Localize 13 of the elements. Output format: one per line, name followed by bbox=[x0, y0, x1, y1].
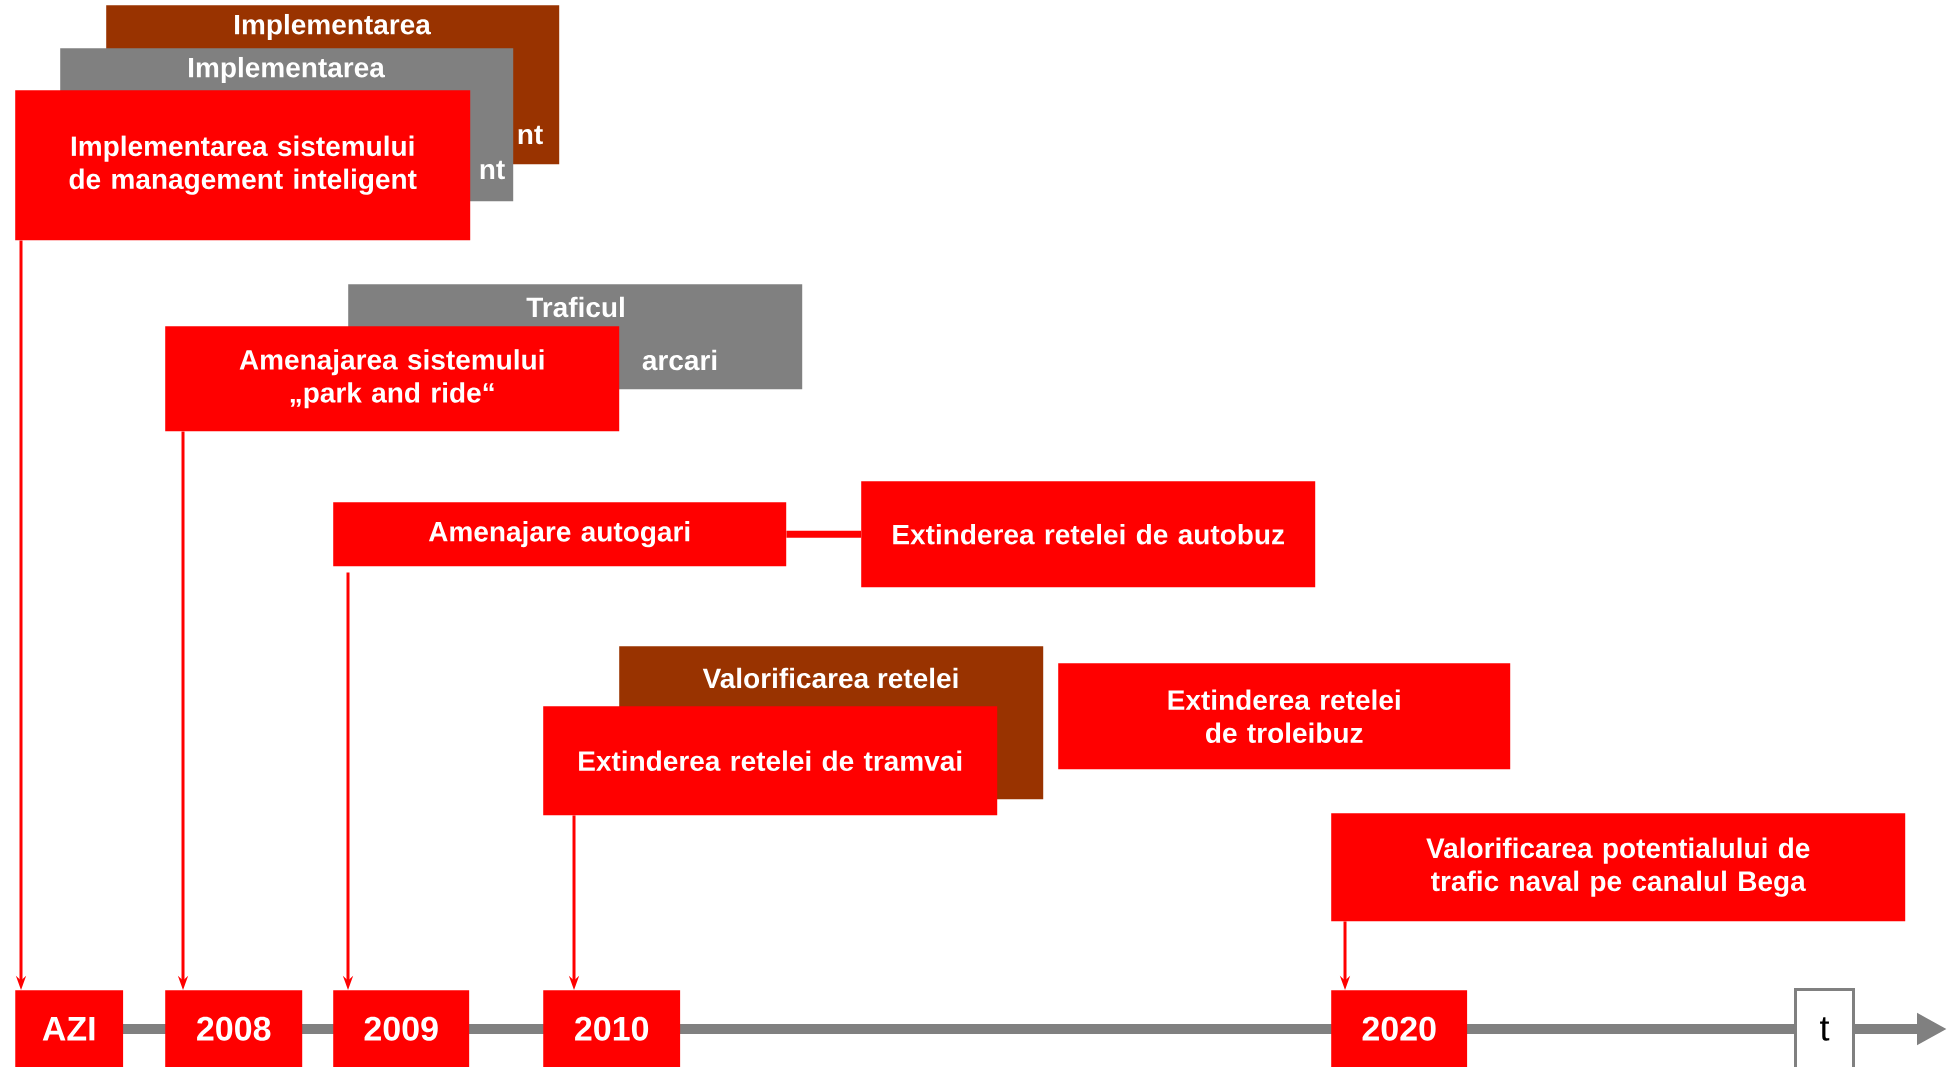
year-box: AZI bbox=[15, 990, 124, 1067]
task-box: Valorificarea potentialului de trafic naval pe canalul Bega bbox=[1331, 813, 1906, 922]
task-box: Extinderea retelei de troleibuz bbox=[1058, 663, 1511, 770]
year-box: 2020 bbox=[1331, 990, 1468, 1067]
year-box: 2008 bbox=[165, 990, 303, 1067]
task-box: Extinderea retelei de autobuz bbox=[861, 481, 1316, 588]
task-box: Implementarea sistemului de management inteligent bbox=[15, 90, 471, 241]
year-box: 2010 bbox=[543, 990, 681, 1067]
task-box: Amenajare autogari bbox=[333, 502, 787, 567]
task-box: Amenajarea sistemului „park and ride“ bbox=[165, 326, 620, 432]
time-box: t bbox=[1794, 988, 1855, 1067]
year-box: 2009 bbox=[333, 990, 470, 1067]
task-box: Extinderea retelei de tramvai bbox=[543, 706, 998, 816]
